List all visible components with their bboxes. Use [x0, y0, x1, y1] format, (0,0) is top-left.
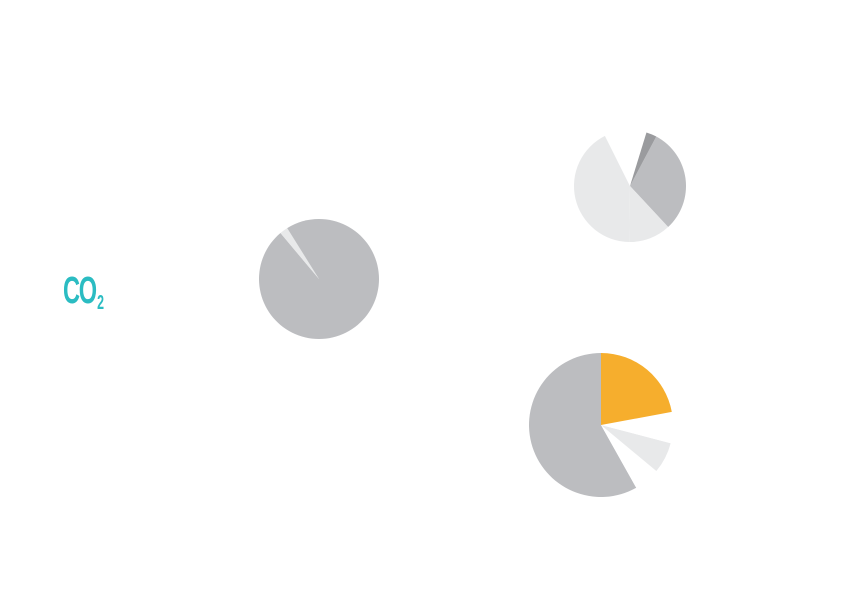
pie-1-slice-2 — [280, 228, 319, 279]
pie-3-slice-4 — [601, 411, 673, 444]
pie-3-slice-3 — [601, 425, 671, 472]
co2-label-main: CO — [63, 270, 97, 312]
co2-label: CO2 — [63, 272, 104, 313]
pie-2-slice-2 — [629, 186, 669, 243]
pie-3-slice-5 — [601, 353, 672, 425]
pie-2-slice-4 — [604, 129, 647, 186]
pie-chart-1 — [259, 219, 380, 339]
pie-1-slice-1 — [259, 219, 380, 339]
pie-3-slice-2 — [601, 425, 657, 488]
pie-1-slice-3 — [287, 219, 319, 279]
co2-label-subscript: 2 — [97, 292, 104, 314]
pie-2-slice-5 — [630, 132, 657, 186]
pie-chart-2 — [573, 129, 687, 243]
pie-2-slice-3 — [573, 135, 630, 242]
pie-3-slice-1 — [529, 353, 637, 498]
pie-chart-3 — [529, 353, 673, 498]
pie-2-slice-1 — [630, 136, 687, 228]
